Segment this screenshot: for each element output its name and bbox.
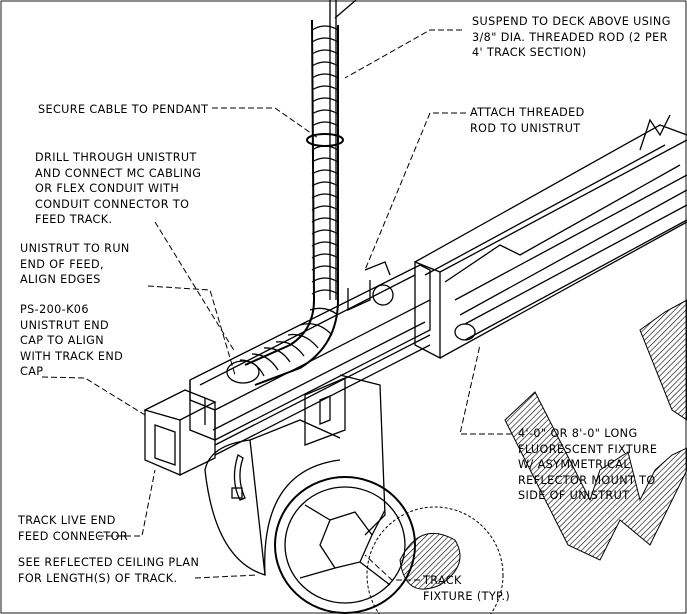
- leader-lines: [41, 29, 512, 581]
- note-drill: DRILL THROUGH UNISTRUT AND CONNECT MC CA…: [35, 151, 202, 226]
- threaded-rod: [329, 0, 357, 300]
- fluorescent-fixture: [414, 114, 687, 360]
- note-unistrut-run: UNISTRUT TO RUN END OF FEED, ALIGN EDGES: [20, 242, 130, 286]
- note-secure-cable: SECURE CABLE TO PENDANT: [38, 103, 209, 116]
- note-attach-rod: ATTACH THREADED ROD TO UNISTRUT: [470, 106, 585, 135]
- track-end-cap: [143, 389, 217, 476]
- note-live-end: TRACK LIVE END FEED CONNECTOR: [18, 514, 128, 543]
- track-rail: [214, 334, 431, 456]
- note-end-cap: PS-200-K06 UNISTRUT END CAP TO ALIGN WIT…: [20, 303, 124, 378]
- flex-conduit: [226, 19, 344, 386]
- note-fluorescent: 4'-0" OR 8'-0" LONG FLUORESCENT FIXTURE …: [518, 427, 658, 502]
- note-reflected: SEE REFLECTED CEILING PLAN FOR LENGTH(S)…: [18, 556, 200, 585]
- note-suspend: SUSPEND TO DECK ABOVE USING 3/8" DIA. TH…: [472, 15, 671, 59]
- watermark: [366, 299, 687, 614]
- unistrut-channel: [189, 261, 431, 441]
- note-track-fixture: TRACK FIXTURE (TYP.): [423, 574, 511, 603]
- track-fixture: [204, 374, 416, 614]
